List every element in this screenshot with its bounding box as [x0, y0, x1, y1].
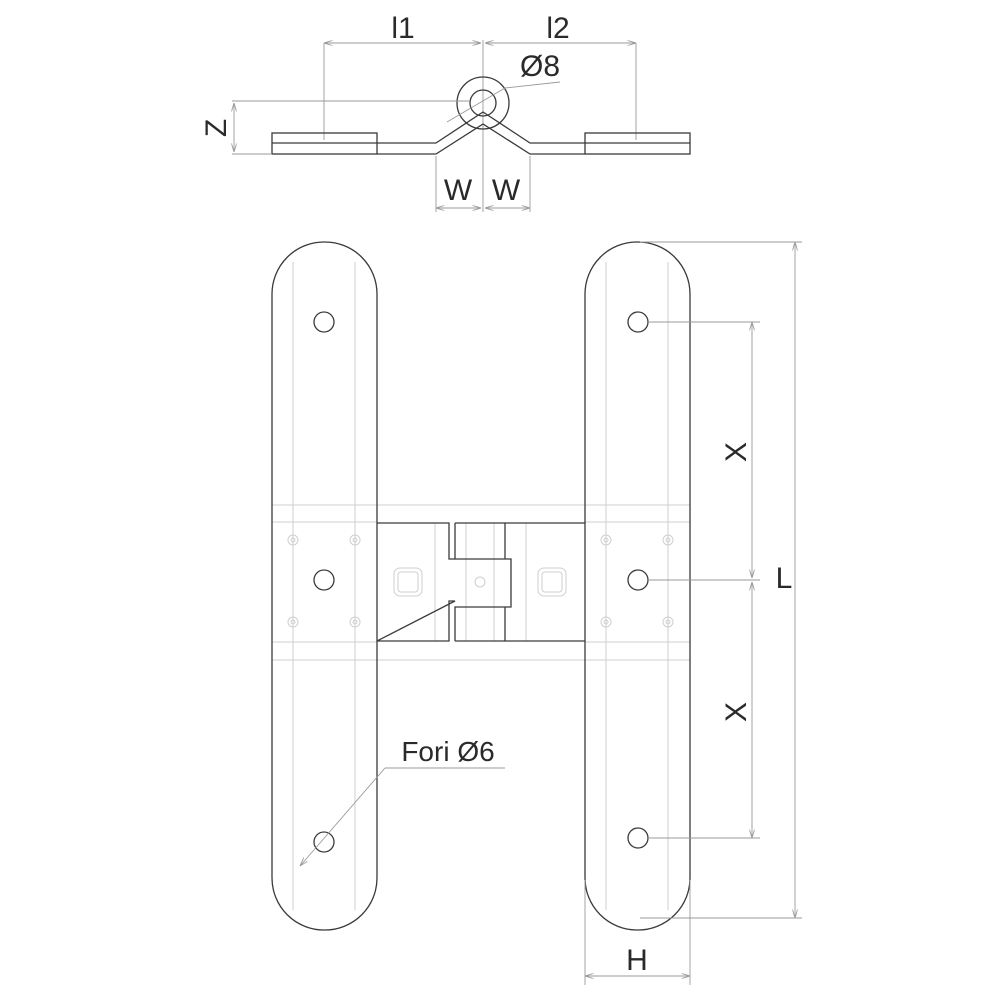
- right-leaf: [584, 241, 691, 931]
- z-label: Z: [200, 119, 233, 137]
- pin-diameter-label: Ø8: [520, 50, 560, 83]
- l-label: L: [776, 562, 793, 595]
- x-upper-label: X: [720, 442, 753, 462]
- h-label: H: [626, 944, 648, 977]
- l2-label: l2: [546, 12, 569, 45]
- x-lower-label: X: [720, 702, 753, 722]
- top-view: l1 l2 Ø8 Z W W: [200, 12, 691, 212]
- left-hinge-body: [376, 522, 456, 642]
- center-knuckle: [454, 522, 512, 642]
- w-right-label: W: [492, 174, 521, 207]
- holes-label: Fori Ø6: [401, 736, 494, 767]
- right-hinge-body: [505, 522, 585, 642]
- small-screw-marks: [287, 534, 674, 628]
- front-view: X X L H Fori Ø6: [271, 241, 802, 985]
- w-left-label: W: [444, 174, 473, 207]
- mounting-holes: [313, 311, 649, 853]
- left-leaf: [271, 241, 378, 931]
- l1-label: l1: [391, 12, 414, 45]
- logo-icon: [393, 567, 567, 597]
- pin: [469, 89, 497, 117]
- pin-knuckle: [456, 76, 510, 130]
- holes-leader-line: [300, 767, 386, 866]
- knuckle-profile: [377, 111, 585, 155]
